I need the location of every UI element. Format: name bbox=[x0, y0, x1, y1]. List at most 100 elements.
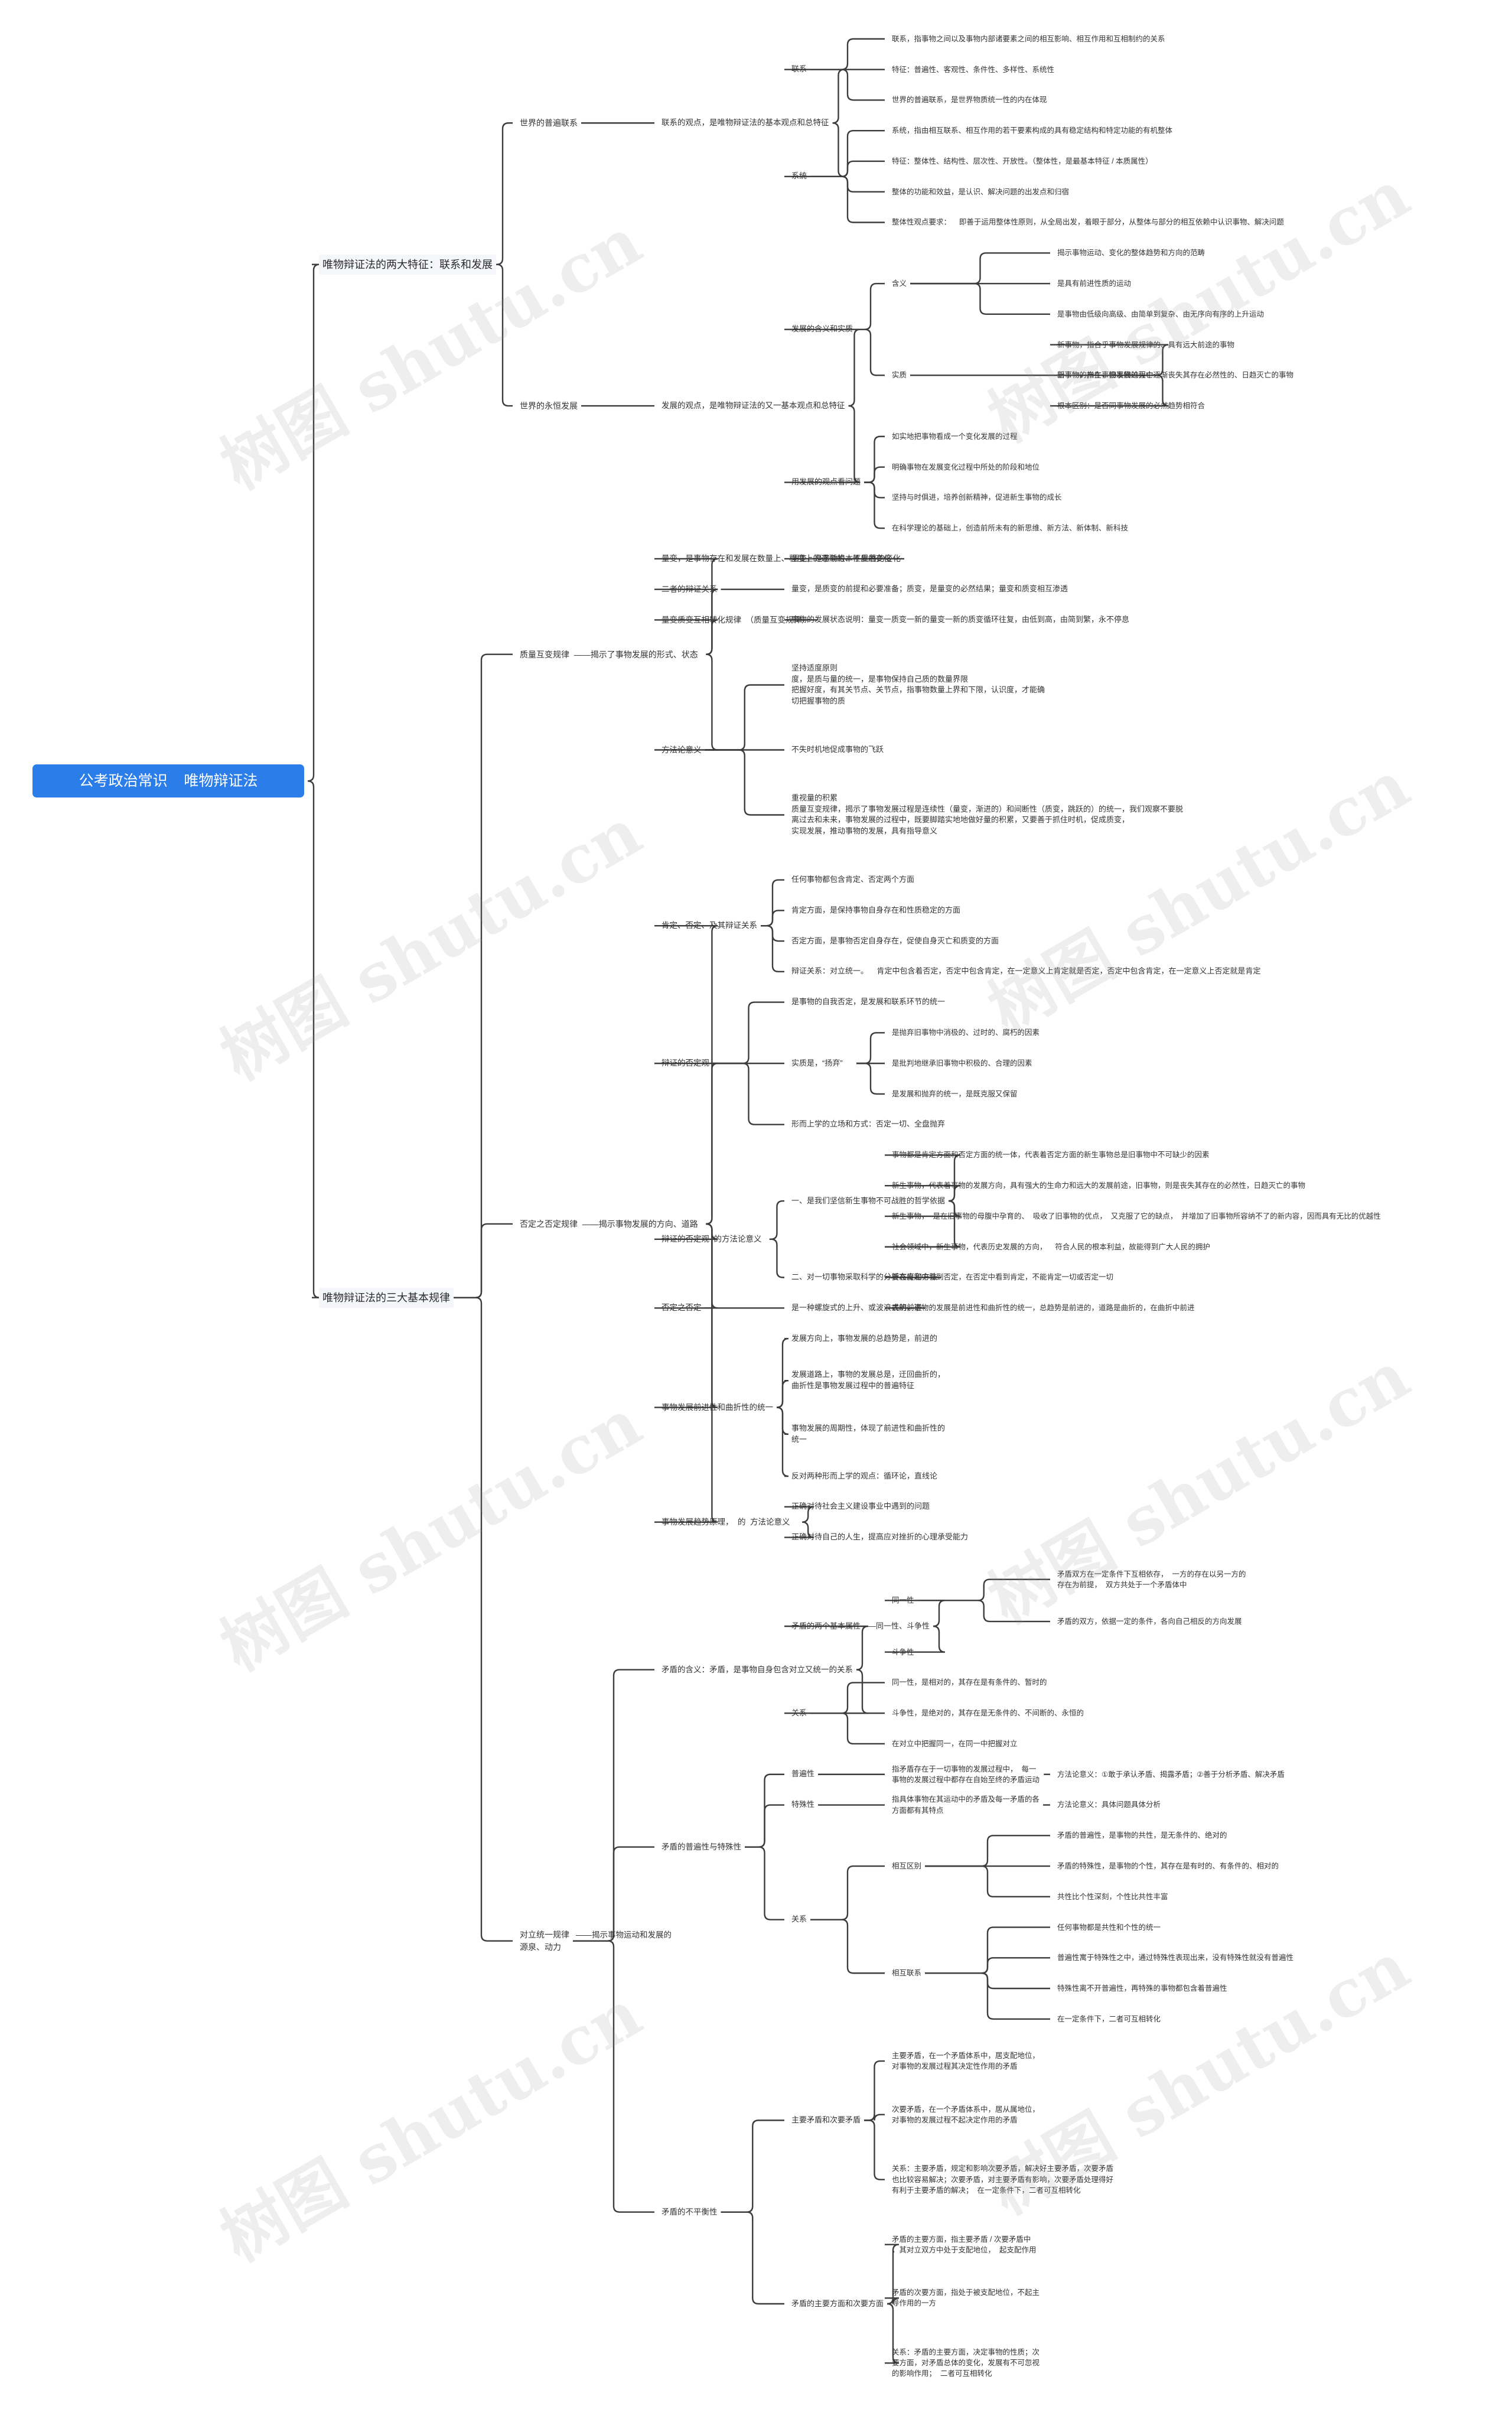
topic-node-level-4[interactable]: 联系 bbox=[791, 64, 807, 74]
topic-node-level-4[interactable]: 系统 bbox=[791, 171, 807, 181]
topic-node-level-3[interactable]: 矛盾的普遍性与特殊性 bbox=[662, 1842, 741, 1851]
topic-node-level-2[interactable]: 世界的永恒发展 bbox=[520, 401, 578, 411]
topic-node-level-6[interactable]: 方法论意义：①敢于承认矛盾、揭露矛盾；②善于分析矛盾、解决矛盾 bbox=[1057, 1770, 1285, 1779]
topic-node-level-6[interactable]: 揭示事物运动、变化的整体趋势和方向的范畴 bbox=[1057, 249, 1205, 258]
topic-node-level-3[interactable]: 辩证的否定观 的方法论意义 bbox=[662, 1235, 762, 1243]
topic-node-level-6[interactable]: 矛盾的特殊性，是事物的个性，其存在是有时的、有条件的、相对的 bbox=[1057, 1861, 1279, 1870]
topic-node-level-4[interactable]: 辩证关系：对立统一。 肯定中包含着否定，否定中包含肯定，在一定意义上肯定就是否定… bbox=[791, 966, 1261, 976]
topic-node-level-6[interactable]: 矛盾双方在一定条件下互相依存， 一方的存在以另一方的 存在为前提， 双方共处于一… bbox=[1057, 1570, 1246, 1589]
topic-node-level-5[interactable]: 主要矛盾，在一个矛盾体系中，居支配地位， 对事物的发展过程其决定性作用的矛盾 bbox=[892, 2051, 1040, 2071]
topic-node-level-3[interactable]: 事物发展趋势原理， 的 方法论意义 bbox=[662, 1517, 790, 1526]
topic-node-level-4[interactable]: 坚持适度原则 度，是质与量的统一，是事物保持自己质的数量界限 把握好度，有其关节… bbox=[791, 663, 1045, 706]
topic-node-level-5[interactable]: 社会领域中，新生事物，代表历史发展的方向， 符合人民的根本利益，故能得到广大人民… bbox=[892, 1242, 1210, 1251]
topic-node-level-4[interactable]: 反对两种形而上学的观点：循环论，直线论 bbox=[791, 1471, 938, 1480]
topic-node-level-5[interactable]: 事物都是肯定方面和否定方面的统一体，代表着否定方面的新生事物总是旧事物中不可缺少… bbox=[892, 1151, 1210, 1160]
topic-node-level-4[interactable]: 事物的发展状态说明：量变一质变一新的量变一新的质变循环往复，由低到高，由简到繁，… bbox=[791, 615, 1130, 624]
topic-node-level-5[interactable]: 是发展和抛弃的统一，是既克服又保留 bbox=[892, 1089, 1018, 1098]
topic-node-level-4[interactable]: 任何事物都包含肯定、否定两个方面 bbox=[791, 875, 915, 884]
topic-node-level-5[interactable]: 是抛弃旧事物中消极的、过时的、腐朽的因素 bbox=[892, 1028, 1040, 1037]
topic-node-level-2[interactable]: 世界的普遍联系 bbox=[520, 118, 578, 128]
topic-node-level-5[interactable]: 斗争性 bbox=[892, 1648, 914, 1656]
topic-node-level-7[interactable]: 新事物，指合乎事物发展规律的、具有远大前途的事物 bbox=[1057, 340, 1235, 349]
topic-node-level-5[interactable]: 在科学理论的基础上，创造前所未有的新思维、新方法、新体制、新科技 bbox=[892, 524, 1129, 533]
topic-node-level-5[interactable]: 指具体事物在其运动中的矛盾及每一矛盾的各 方面都有其特点 bbox=[892, 1795, 1040, 1815]
topic-node-level-3[interactable]: 辩证的否定观 bbox=[662, 1059, 709, 1068]
topic-node-level-4[interactable]: 矛盾的两个基本属性——同一性、斗争性 bbox=[791, 1621, 930, 1630]
topic-node-level-4[interactable]: 实质是，“扬弃” bbox=[791, 1058, 843, 1067]
topic-node-level-4[interactable]: 是一种螺旋式的上升、或波浪式的前进 bbox=[791, 1303, 923, 1312]
topic-node-level-5[interactable]: 特征：整体性、结构性、层次性、开放性。（整体性，是最基本特征 / 本质属性） bbox=[892, 157, 1153, 165]
topic-node-level-4[interactable]: 特殊性 bbox=[791, 1800, 815, 1809]
topic-node-level-3[interactable]: 事物发展前进性和曲折性的统一 bbox=[662, 1402, 773, 1412]
topic-node-level-4[interactable]: 不失时机地促成事物的飞跃 bbox=[791, 745, 884, 754]
topic-node-level-5[interactable]: 是批判地继承旧事物中积极的、合理的因素 bbox=[892, 1059, 1032, 1068]
topic-node-level-6[interactable]: 特殊性离不开普遍性，再特殊的事物都包含着普遍性 bbox=[1057, 1984, 1227, 1993]
topic-node-level-5[interactable]: 联系，指事物之间以及事物内部诸要素之间的相互影响、相互作用和互相制约的关系 bbox=[892, 34, 1165, 43]
topic-node-level-5[interactable]: 相互区别 bbox=[892, 1861, 922, 1870]
topic-node-level-4[interactable]: 主要矛盾和次要矛盾 bbox=[791, 2115, 861, 2124]
topic-node-level-3[interactable]: 联系的观点，是唯物辩证法的基本观点和总特征 bbox=[662, 118, 829, 128]
topic-node-level-4[interactable]: 关系 bbox=[791, 1708, 807, 1717]
topic-node-level-3[interactable]: 否定之否定 bbox=[662, 1303, 702, 1313]
topic-node-level-4[interactable]: 量变，是质变的前提和必要准备；质变，是量变的必然结果；量变和质变相互渗透 bbox=[791, 584, 1068, 594]
topic-node-level-4[interactable]: 发展道路上，事物的发展总是，迂回曲折的， 曲折性是事物发展过程中的普遍特征 bbox=[791, 1370, 946, 1391]
topic-node-level-4[interactable]: 一、是我们坚信新生事物不可战胜的哲学依据 bbox=[791, 1196, 946, 1205]
topic-node-level-4[interactable]: 否定方面，是事物否定自身存在，促使自身灭亡和质变的方面 bbox=[791, 936, 999, 945]
topic-node-level-6[interactable]: 是具有前进性质的运动 bbox=[1057, 279, 1132, 288]
topic-node-level-5[interactable]: 特征：普遍性、客观性、条件性、多样性、系统性 bbox=[892, 65, 1055, 74]
topic-node-level-2[interactable]: 对立统一规律 源泉、动力 bbox=[520, 1930, 569, 1952]
topic-node-level-1[interactable]: 唯物辩证法的三大基本规律 bbox=[319, 1287, 454, 1308]
topic-node-level-5[interactable]: 相互联系 bbox=[892, 1969, 922, 1978]
topic-node-level-5[interactable]: 明确事物在发展变化过程中所处的阶段和地位 bbox=[892, 463, 1040, 471]
topic-node-level-2[interactable]: 否定之否定规律 ——揭示事物发展的方向、道路 bbox=[520, 1219, 698, 1229]
topic-node-level-3[interactable]: 矛盾的含义：矛盾，是事物自身包含对立又统一的关系 bbox=[662, 1665, 853, 1674]
topic-node-level-4[interactable]: 矛盾的主要方面和次要方面 bbox=[791, 2298, 884, 2308]
topic-node-level-4[interactable]: 肯定方面，是保持事物自身存在和性质稳定的方面 bbox=[791, 905, 961, 914]
topic-node-level-5[interactable]: 斗争性，是绝对的，其存在是无条件的、不间断的、永恒的 bbox=[892, 1709, 1084, 1718]
topic-node-level-5[interactable]: 含义 bbox=[892, 279, 907, 288]
topic-node-level-4[interactable]: 正确对待自己的人生，提高应对挫折的心理承受能力 bbox=[791, 1532, 969, 1542]
topic-node-level-4[interactable]: 关系 bbox=[791, 1915, 807, 1924]
topic-node-level-3[interactable]: 发展的观点，是唯物辩证法的又一基本观点和总特征 bbox=[662, 401, 845, 411]
topic-node-level-4[interactable]: 重视量的积累 质量互变规律，揭示了事物发展过程是连续性（量变，渐进的）和间断性（… bbox=[791, 793, 1184, 836]
topic-node-level-3[interactable]: 肯定、否定、及其辩证关系 bbox=[662, 921, 757, 930]
topic-node-level-4[interactable]: 事物发展的周期性，体现了前进性和曲折性的 统一 bbox=[791, 1423, 946, 1444]
topic-node-level-5[interactable]: 实质 bbox=[892, 371, 907, 380]
topic-node-level-3[interactable]: 矛盾的不平衡性 bbox=[662, 2207, 718, 2216]
root-node[interactable]: 公考政治常识 唯物辩证法 bbox=[32, 764, 304, 798]
topic-node-level-5[interactable]: 在对立中把握同一，在同一中把握对立 bbox=[892, 1739, 1018, 1748]
topic-node-level-6[interactable]: 矛盾的普遍性，是事物的共性，是无条件的、绝对的 bbox=[1057, 1831, 1227, 1840]
topic-node-level-1[interactable]: 唯物辩证法的两大特征：联系和发展 bbox=[319, 254, 496, 275]
topic-node-level-4[interactable]: 用发展的观点看问题 bbox=[791, 477, 861, 487]
topic-node-level-6[interactable]: 普遍性寓于特殊性之中，通过特殊性表现出来，没有特殊性就没有普遍性 bbox=[1057, 1954, 1294, 1962]
topic-node-level-5[interactable]: 同一性 bbox=[892, 1596, 914, 1605]
topic-node-level-5[interactable]: 新生事物， 是在旧事物的母腹中孕育的、 吸收了旧事物的优点， 又克服了它的缺点，… bbox=[892, 1212, 1381, 1220]
topic-node-level-5[interactable]: 次要矛盾，在一个矛盾体系中，居从属地位， 对事物的发展过程不起决定作用的矛盾 bbox=[892, 2105, 1040, 2124]
topic-node-level-3[interactable]: 量变质变互相转化规律 （质量互变规律） bbox=[662, 615, 810, 624]
topic-node-level-3[interactable]: 二者的辩证关系 bbox=[662, 584, 718, 594]
topic-node-level-4[interactable]: 形而上学的立场和方式：否定一切、全盘抛弃 bbox=[791, 1119, 946, 1129]
topic-node-level-4[interactable]: 质变，是事物根本性质的变化 bbox=[791, 554, 892, 563]
topic-node-level-4[interactable]: 发展方向上，事物发展的总趋势是，前进的 bbox=[791, 1333, 938, 1343]
topic-node-level-4[interactable]: 二、对一切事物采取科学的分析态度和方法 bbox=[791, 1272, 938, 1282]
topic-node-level-6[interactable]: 任何事物都是共性和个性的统一 bbox=[1057, 1923, 1161, 1932]
topic-node-level-5[interactable]: 新生事物，代表着事物的发展方向，具有强大的生命力和远大的发展前途，旧事物，则是丧… bbox=[892, 1181, 1306, 1190]
topic-node-level-5[interactable]: 指矛盾存在于一切事物的发展过程中， 每一 事物的发展过程中都存在自始至终的矛盾运… bbox=[892, 1764, 1040, 1784]
topic-node-level-5[interactable]: 世界的普遍联系，是世界物质统一性的内在体现 bbox=[892, 96, 1047, 105]
topic-node-level-4[interactable]: 正确对待社会主义建设事业中遇到的问题 bbox=[791, 1502, 930, 1511]
topic-node-level-6[interactable]: 在一定条件下，二者可互相转化 bbox=[1057, 2014, 1161, 2023]
topic-node-level-5[interactable]: 同一性，是相对的，其存在是有条件的、暂时的 bbox=[892, 1678, 1047, 1687]
topic-node-level-3[interactable]: 量变，是事物存在和发展在数量上、程度上的逐渐的、不显著的变化 bbox=[662, 554, 901, 564]
topic-node-level-5[interactable]: 要在肯定中看到否定，在否定中看到肯定，不能肯定一切或否定一切 bbox=[892, 1273, 1114, 1282]
topic-node-level-4[interactable]: 是事物的自我否定，是发展和联系环节的统一 bbox=[791, 997, 946, 1007]
topic-node-level-5[interactable]: 关系：矛盾的主要方面，决定事物的性质；次 要方面，对矛盾总体的变化，发展有不可忽… bbox=[892, 2348, 1040, 2378]
topic-node-level-5[interactable]: 整体性观点要求： 即善于运用整体性原则，从全局出发，着眼于部分，从整体与部分的相… bbox=[892, 218, 1284, 227]
topic-node-level-5[interactable]: 表明，事物的发展是前进性和曲折性的统一，总趋势是前进的，道路是曲折的，在曲折中前… bbox=[892, 1304, 1195, 1313]
topic-node-level-6[interactable]: 矛盾的双方，依据一定的条件，各向自己相反的方向发展 bbox=[1057, 1617, 1242, 1626]
topic-node-level-5[interactable]: 坚持与时俱进，培养创新精神，促进新生事物的成长 bbox=[892, 493, 1062, 502]
topic-node-level-3[interactable]: 方法论意义 bbox=[662, 745, 702, 754]
topic-node-level-5[interactable]: 系统，指由相互联系、相互作用的若干要素构成的具有稳定结构和特定功能的有机整体 bbox=[892, 126, 1173, 135]
topic-node-level-5[interactable]: 关系：主要矛盾，规定和影响次要矛盾，解决好主要矛盾，次要矛盾 也比较容易解决；次… bbox=[892, 2164, 1114, 2195]
topic-node-level-4[interactable]: 发展的含义和实质 bbox=[791, 324, 853, 334]
topic-node-level-6[interactable]: 是事物由低级向高级、由简单到复杂、由无序向有序的上升运动 bbox=[1057, 310, 1265, 318]
